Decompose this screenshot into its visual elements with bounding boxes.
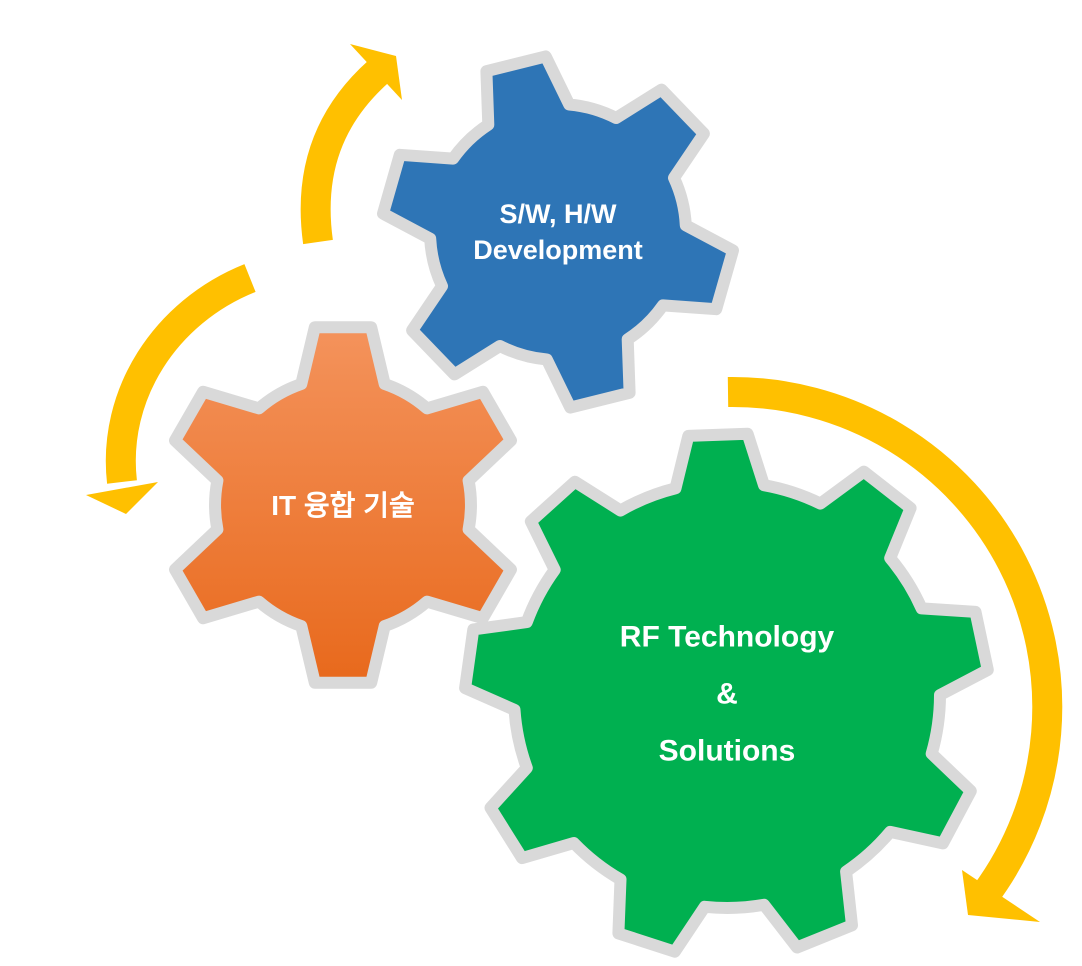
gear-it (169, 321, 517, 689)
arrow-top-left (300, 60, 389, 245)
gear-rf-label: RF Technology & Solutions (620, 609, 834, 780)
gear-rf (459, 427, 994, 958)
arrow-left (105, 264, 256, 484)
gear-it-label: IT 융합 기술 (271, 490, 415, 521)
gear-sw-hw-line1: S/W, H/W (499, 199, 617, 229)
arrowhead-right (962, 870, 1040, 922)
arrowhead-left (86, 482, 158, 514)
arrows (105, 60, 1063, 904)
arrow-right (727, 376, 1063, 904)
gear-sw-hw-label: S/W, H/W Development (473, 196, 643, 268)
gear-rf-line3: Solutions (658, 734, 796, 768)
gear-rf-line1: RF Technology (619, 620, 835, 654)
gear-rf-line2: & (716, 677, 738, 711)
gear-sw-hw-line2: Development (473, 235, 643, 265)
arrowhead-top-left (350, 44, 402, 100)
gear-sw-hw (377, 50, 739, 414)
